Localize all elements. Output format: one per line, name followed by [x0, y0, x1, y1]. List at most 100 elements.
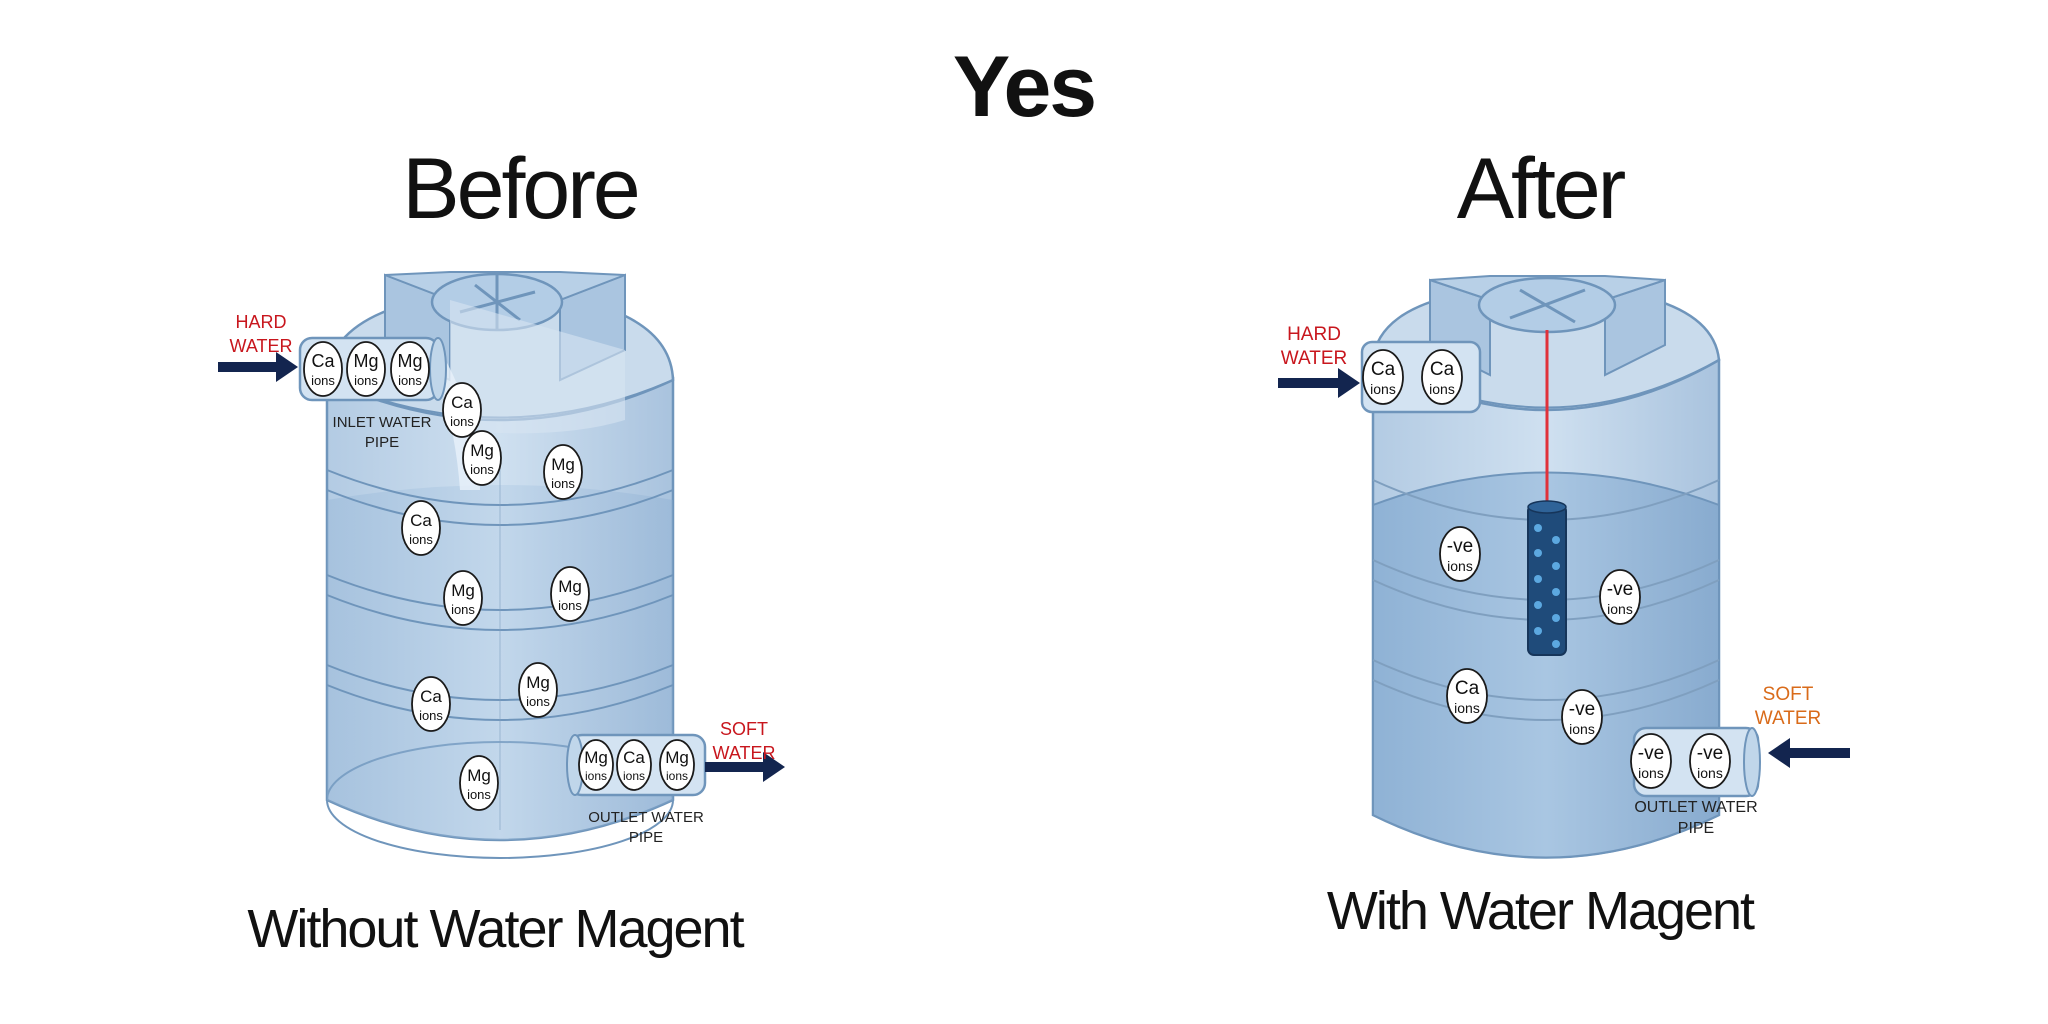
ion-symbol: Mg: [353, 351, 378, 371]
ion-symbol: Mg: [558, 577, 582, 596]
ion-label: ions: [354, 373, 378, 388]
before-outlet-ion: Mg ions: [659, 739, 695, 791]
before-title: Before: [402, 141, 640, 237]
ion-label: ions: [1429, 381, 1455, 397]
before-tank-ion: Mg ions: [518, 662, 558, 718]
inlet-pipe-label-before: INLET WATER: [333, 414, 432, 431]
ion-label: ions: [450, 414, 474, 429]
magnet-dots: [1534, 524, 1560, 648]
before-outlet-ion: Ca ions: [616, 739, 652, 791]
diagram-labels: HARD WATER SOFT WATER INLET WATER PIPE OUTLET …: [230, 312, 1822, 846]
magnet-dot: [1534, 524, 1542, 532]
hard-water-arrow-after: [1278, 368, 1360, 398]
after-caption: With Water Magent: [1326, 881, 1755, 941]
ion-symbol: Mg: [467, 766, 491, 785]
ion-label: ions: [666, 769, 688, 783]
ion-label: ions: [526, 694, 550, 709]
soft-water-arrow-after: [1768, 738, 1850, 768]
ion-label: ions: [623, 769, 645, 783]
magnet-dot: [1534, 549, 1542, 557]
outlet-pipe-label-before: PIPE: [629, 829, 663, 846]
ion-symbol: Ca: [623, 748, 645, 767]
soft-water-label-after: WATER: [1755, 708, 1822, 729]
ion-symbol: Ca: [410, 511, 432, 530]
ion-symbol: Mg: [397, 351, 422, 371]
outlet-pipe-label-before: OUTLET WATER: [588, 809, 704, 826]
before-caption: Without Water Magent: [247, 899, 744, 959]
ion-label: ions: [558, 598, 582, 613]
before-tank-ion: Mg ions: [462, 430, 502, 486]
magnet-dot: [1552, 562, 1560, 570]
magnet-dot: [1534, 601, 1542, 609]
ion-label: ions: [551, 476, 575, 491]
before-tank-ion: Mg ions: [443, 570, 483, 626]
soft-water-arrow-before: [705, 752, 785, 782]
after-title: After: [1456, 141, 1627, 237]
ion-label: ions: [1697, 765, 1723, 781]
ion-symbol: Ca: [1371, 359, 1396, 380]
ion-label: ions: [1638, 765, 1664, 781]
ion-symbol: Mg: [526, 673, 550, 692]
ion-symbol: -ve: [1607, 579, 1633, 600]
before-outlet-ion: Mg ions: [578, 739, 614, 791]
ion-label: ions: [1454, 700, 1480, 716]
ion-label: ions: [1569, 721, 1595, 737]
hard-water-arrow-before: [218, 352, 298, 382]
hard-water-label-after: HARD: [1287, 324, 1341, 345]
hard-water-label-before: HARD: [235, 312, 286, 332]
ion-symbol: -ve: [1697, 743, 1723, 764]
ion-label: ions: [1370, 381, 1396, 397]
ion-symbol: -ve: [1638, 743, 1664, 764]
before-inlet-ion: Mg ions: [346, 341, 386, 397]
ion-symbol: Ca: [1430, 359, 1455, 380]
ion-symbol: Ca: [420, 687, 442, 706]
ion-symbol: Ca: [311, 351, 335, 371]
magnet-dot: [1552, 640, 1560, 648]
magnet-dot: [1552, 588, 1560, 596]
ion-symbol: Mg: [470, 441, 494, 460]
ion-label: ions: [419, 708, 443, 723]
before-tank-ion: Mg ions: [459, 755, 499, 811]
soft-water-label-after: SOFT: [1763, 684, 1814, 705]
ion-label: ions: [451, 602, 475, 617]
ion-label: ions: [1607, 601, 1633, 617]
ion-label: ions: [585, 769, 607, 783]
outlet-pipe-label-after: OUTLET WATER: [1634, 799, 1757, 816]
hard-water-label-after: WATER: [1281, 348, 1348, 369]
soft-water-label-before: SOFT: [720, 719, 768, 739]
water-magnet-rod: [1527, 330, 1567, 656]
ion-label: ions: [1447, 558, 1473, 574]
magnet-dot: [1552, 614, 1560, 622]
ion-label: ions: [311, 373, 335, 388]
inlet-pipe-label-before: PIPE: [365, 434, 399, 451]
ion-label: ions: [470, 462, 494, 477]
magnet-dot: [1534, 627, 1542, 635]
ion-symbol: Mg: [665, 748, 689, 767]
hard-water-label-before: WATER: [230, 336, 293, 356]
ion-label: ions: [467, 787, 491, 802]
ion-symbol: Ca: [451, 393, 473, 412]
soft-water-label-before: WATER: [713, 743, 776, 763]
ion-symbol: -ve: [1447, 536, 1473, 557]
ion-symbol: Ca: [1455, 678, 1480, 699]
ion-label: ions: [409, 532, 433, 547]
ion-symbol: Mg: [451, 581, 475, 600]
ion-symbol: -ve: [1569, 699, 1595, 720]
ion-symbol: Mg: [584, 748, 608, 767]
magnet-dot: [1534, 575, 1542, 583]
before-tank-ion: Mg ions: [550, 566, 590, 622]
page-title: Yes: [952, 39, 1097, 135]
outlet-pipe-label-after: PIPE: [1678, 820, 1714, 837]
before-tank-ion: Ca ions: [442, 382, 482, 438]
before-inlet-ion: Ca ions: [303, 341, 343, 397]
